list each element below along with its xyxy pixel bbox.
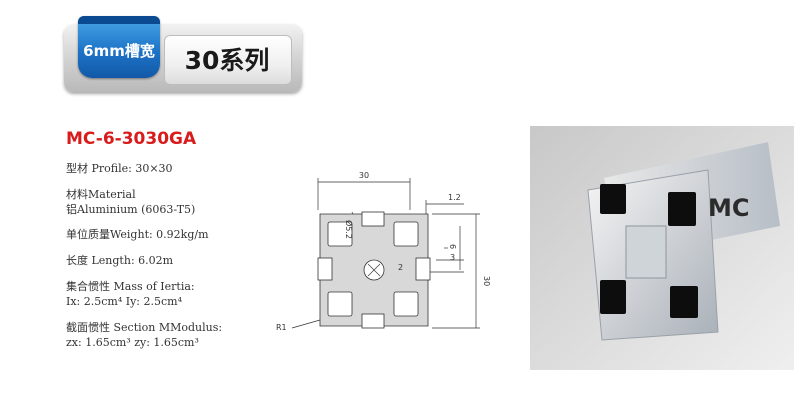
spec-inertia-values: Ix: 2.5cm⁴ Iy: 2.5cm⁴ <box>66 295 182 308</box>
model-title: MC-6-3030GA <box>66 129 197 149</box>
dim-right-label: 30 <box>482 276 491 286</box>
spec-modulus-values: zx: 1.65cm³ zy: 1.65cm³ <box>66 336 199 349</box>
spec-inertia-label: 集合惯性 Mass of Iertia: <box>66 280 195 293</box>
dim-hole-label: Ø5.2 <box>344 220 354 239</box>
spec-material-label: 材料Material <box>66 188 136 201</box>
header-series-box <box>164 35 292 85</box>
slot-width-tab-fold <box>78 16 160 24</box>
slot-width-tab <box>78 16 160 78</box>
spec-length: 长度 Length: 6.02m <box>66 254 174 267</box>
series-label: 30系列 <box>184 46 270 75</box>
photo-brand-text: MC <box>708 194 750 222</box>
spec-weight: 单位质量Weight: 0.92kg/m <box>66 228 209 241</box>
dim-6-label: 6 <box>448 244 457 249</box>
dim-slot-label: 1.2 <box>448 193 461 202</box>
dim-2-label: 2 <box>398 263 403 272</box>
spec-material-value: 铝Aluminium (6063-T5) <box>66 203 196 216</box>
spec-modulus-label: 截面惯性 Section MModulus: <box>66 321 223 334</box>
dim-3-label: 3 <box>450 253 455 262</box>
slot-width-label: 6mm槽宽 <box>83 41 155 60</box>
dim-top-label: 30 <box>359 171 369 180</box>
profile-drawing: 30 1.2 Ø5.2 6 3 2 30 R1 <box>276 171 491 332</box>
radius-label: R1 <box>276 323 287 332</box>
product-photo: MC <box>530 126 794 370</box>
spec-profile: 型材 Profile: 30×30 <box>66 162 173 175</box>
series-header: 30系列 6mm槽宽 <box>64 16 304 92</box>
